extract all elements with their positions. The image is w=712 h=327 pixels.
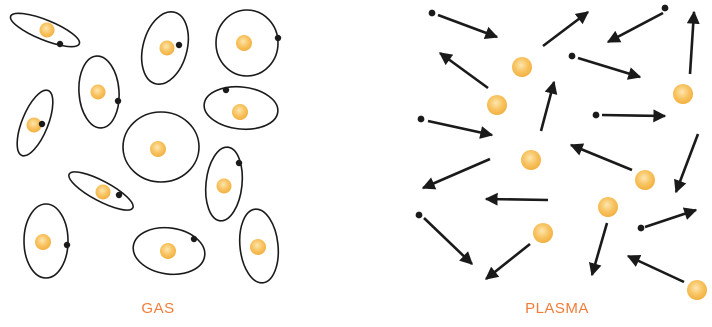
ion bbox=[512, 57, 532, 77]
motion-arrow bbox=[645, 210, 696, 227]
motion-arrow bbox=[578, 58, 640, 77]
motion-arrow bbox=[608, 13, 663, 42]
nucleus bbox=[160, 41, 175, 56]
free-electron bbox=[593, 112, 600, 119]
ion bbox=[533, 223, 553, 243]
electron bbox=[191, 236, 197, 242]
nucleus bbox=[232, 104, 248, 120]
gas-atom bbox=[216, 10, 281, 76]
gas-atom bbox=[130, 223, 208, 279]
nucleus bbox=[217, 179, 232, 194]
gas-atom bbox=[202, 83, 280, 133]
ion bbox=[635, 170, 655, 190]
motion-arrow bbox=[571, 145, 632, 170]
ion bbox=[673, 84, 693, 104]
motion-arrow bbox=[486, 199, 548, 200]
nucleus bbox=[40, 23, 55, 38]
gas-atom bbox=[77, 55, 122, 130]
motion-arrow bbox=[424, 218, 472, 264]
gas-label: GAS bbox=[78, 300, 238, 317]
electron bbox=[115, 98, 121, 104]
gas-atom bbox=[134, 7, 196, 90]
motion-arrow bbox=[486, 244, 530, 279]
gas-atom bbox=[202, 145, 246, 222]
motion-arrow bbox=[543, 12, 588, 46]
motion-arrow bbox=[440, 53, 488, 88]
nucleus bbox=[150, 141, 166, 157]
electron bbox=[116, 192, 122, 198]
gas-atom bbox=[236, 207, 282, 285]
gas-atom bbox=[65, 165, 138, 216]
motion-arrow bbox=[438, 15, 497, 37]
nucleus bbox=[91, 85, 106, 100]
nucleus bbox=[236, 35, 252, 51]
gas-atom bbox=[10, 86, 60, 161]
electron bbox=[39, 121, 45, 127]
gas-atom bbox=[123, 112, 199, 182]
free-electron bbox=[662, 5, 669, 12]
ion bbox=[598, 197, 618, 217]
free-electron bbox=[569, 53, 576, 60]
electron bbox=[236, 160, 242, 166]
free-electron bbox=[416, 212, 423, 219]
free-electron bbox=[638, 225, 645, 232]
electron bbox=[275, 35, 281, 41]
motion-arrow bbox=[628, 256, 684, 282]
gas-atom bbox=[7, 7, 83, 53]
electron bbox=[176, 42, 182, 48]
gas-atom bbox=[24, 204, 70, 278]
free-electron bbox=[429, 10, 436, 17]
plasma-panel bbox=[416, 5, 707, 300]
electron bbox=[64, 242, 70, 248]
electron bbox=[57, 41, 63, 47]
electron bbox=[223, 87, 229, 93]
motion-arrow bbox=[602, 115, 665, 116]
nucleus bbox=[35, 234, 51, 250]
nucleus bbox=[160, 243, 176, 259]
motion-arrow bbox=[541, 82, 554, 131]
free-electron bbox=[418, 116, 425, 123]
motion-arrow bbox=[690, 12, 694, 74]
motion-arrow bbox=[423, 159, 490, 188]
motion-arrow bbox=[592, 223, 607, 275]
nucleus bbox=[96, 185, 111, 200]
motion-arrow bbox=[428, 121, 492, 135]
gas-panel bbox=[7, 7, 282, 285]
ion bbox=[521, 150, 541, 170]
ion bbox=[487, 95, 507, 115]
ion bbox=[687, 280, 707, 300]
nucleus bbox=[250, 239, 266, 255]
motion-arrow bbox=[676, 134, 698, 192]
plasma-label: PLASMA bbox=[477, 300, 637, 317]
